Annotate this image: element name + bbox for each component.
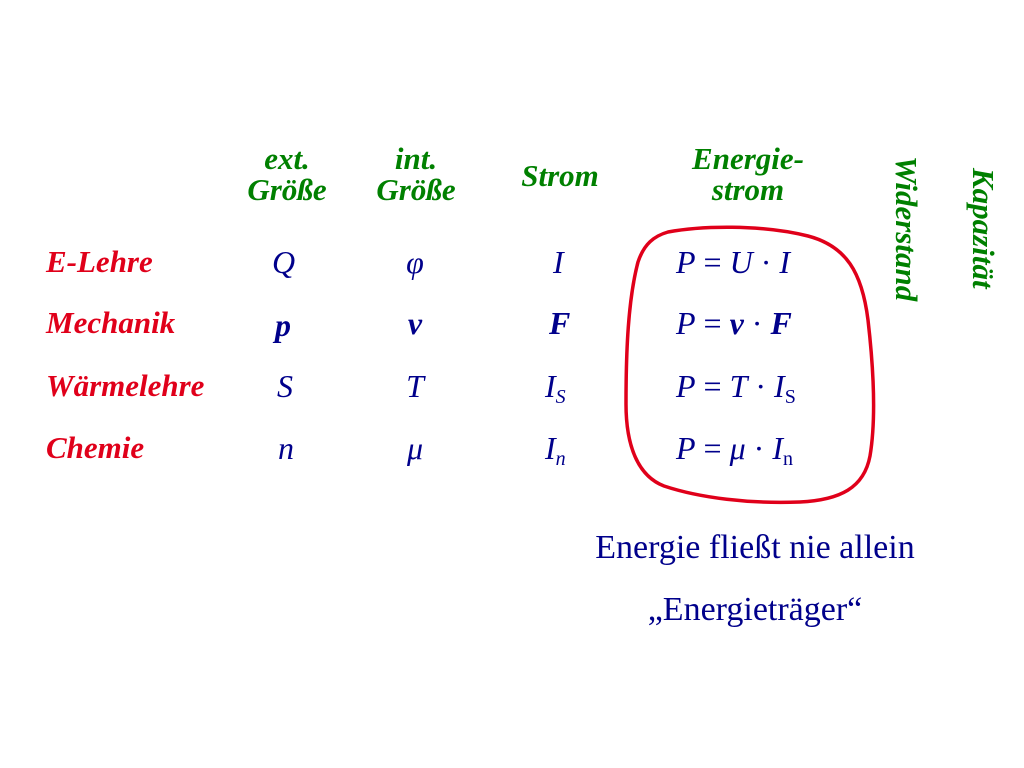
formula-a: T xyxy=(729,368,748,404)
header-int-groesse: int. Größe xyxy=(356,143,476,205)
strom-symbol: I xyxy=(553,244,564,280)
cell-waermelehre-ext: S xyxy=(277,368,293,404)
strom-symbol: I xyxy=(545,368,556,404)
formula-dot: · xyxy=(753,430,765,466)
formula-b-subscript: S xyxy=(784,386,796,408)
formula-dot: · xyxy=(755,368,767,404)
formula-lhs: P xyxy=(676,305,696,341)
cell-chemie-strom: In xyxy=(545,430,566,469)
cell-e-lehre-strom: I xyxy=(553,245,564,279)
formula-lhs: P xyxy=(676,430,696,466)
formula-eq: = xyxy=(703,305,722,341)
formula-mechanik: P = v · F xyxy=(676,306,792,340)
formula-b: I xyxy=(774,368,785,404)
formula-a: μ xyxy=(729,430,746,466)
strom-symbol: F xyxy=(549,305,571,341)
formula-b: F xyxy=(770,305,792,341)
cell-mechanik-strom: F xyxy=(549,306,570,340)
note-energie-fliesst: Energie fließt nie allein xyxy=(595,529,915,566)
strom-subscript: S xyxy=(555,386,566,408)
header-ext-line2: Größe xyxy=(247,172,327,207)
header-ext-line1: ext. xyxy=(264,141,310,176)
header-energiestrom-line1: Energie- xyxy=(692,141,804,176)
cell-chemie-ext: n xyxy=(278,430,294,466)
formula-e-lehre: P = U · I xyxy=(676,245,790,279)
formula-a: v xyxy=(729,305,744,341)
cell-waermelehre-strom: IS xyxy=(545,368,566,407)
cell-mechanik-int: v xyxy=(407,305,423,341)
header-energiestrom: Energie- strom xyxy=(668,143,828,205)
header-strom: Strom xyxy=(521,158,599,193)
formula-b: I xyxy=(772,430,783,466)
formula-lhs: P xyxy=(676,244,696,280)
cell-e-lehre-ext: Q xyxy=(272,244,296,280)
strom-subscript: n xyxy=(555,448,566,470)
header-energiestrom-line2: strom xyxy=(711,172,785,207)
formula-dot: · xyxy=(760,244,772,280)
note-energietraeger: „Energieträger“ xyxy=(647,591,863,628)
row-label-mechanik: Mechanik xyxy=(46,305,176,340)
formula-eq: = xyxy=(703,430,722,466)
header-int-line2: Größe xyxy=(376,172,456,207)
header-int-line1: int. xyxy=(394,141,438,176)
row-label-e-lehre: E-Lehre xyxy=(46,244,153,279)
row-label-waermelehre: Wärmelehre xyxy=(46,368,205,403)
header-widerstand: Widerstand xyxy=(889,156,924,302)
cell-chemie-int: μ xyxy=(406,430,424,466)
formula-lhs: P xyxy=(676,368,696,404)
formula-b-subscript: n xyxy=(782,448,793,470)
formula-dot: · xyxy=(751,305,763,341)
strom-symbol: I xyxy=(545,430,556,466)
header-ext-groesse: ext. Größe xyxy=(228,143,346,205)
cell-mechanik-ext: p xyxy=(275,307,291,343)
formula-waermelehre: P = T · IS xyxy=(676,368,796,407)
cell-waermelehre-int: T xyxy=(406,368,424,404)
formula-eq: = xyxy=(703,244,722,280)
cell-e-lehre-int: φ xyxy=(406,244,424,280)
formula-eq: = xyxy=(703,368,722,404)
row-label-chemie: Chemie xyxy=(46,430,145,465)
formula-a: U xyxy=(729,244,753,280)
formula-b: I xyxy=(779,244,791,280)
header-kapazitaet: Kapazität xyxy=(966,168,1001,289)
formula-chemie: P = μ · In xyxy=(676,430,793,469)
